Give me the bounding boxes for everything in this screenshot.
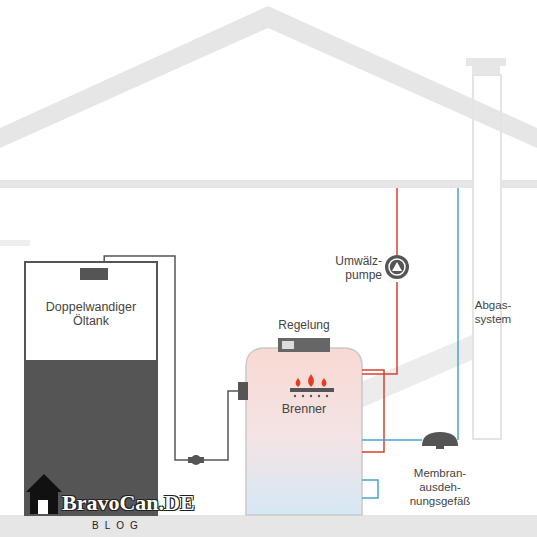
tank-outline xyxy=(25,262,157,515)
watermark-icon xyxy=(26,474,62,514)
node-label: Umwälz- pumpe xyxy=(330,254,382,282)
tank-cap xyxy=(80,268,108,280)
pipe-stub xyxy=(0,240,30,246)
pump-symbol xyxy=(385,255,409,279)
circulation-pump: Umwälz- pumpe xyxy=(330,252,410,282)
oil-line xyxy=(104,256,246,460)
chimney-cap xyxy=(472,66,500,74)
return-pipe xyxy=(457,188,459,440)
node-label: Regelung xyxy=(264,318,344,332)
node-label: Membran- ausdeh- nungsgefäß xyxy=(402,466,478,508)
boiler: RegelungBrenner xyxy=(246,348,362,515)
ceiling xyxy=(502,180,537,188)
oil-tank: Doppelwandiger Öltank xyxy=(25,262,157,515)
watermark-subtext: BLOG xyxy=(92,520,144,531)
boiler-body xyxy=(246,348,362,515)
roof xyxy=(0,6,537,148)
return-line xyxy=(362,439,402,441)
burner-symbol xyxy=(290,374,334,397)
supply-line xyxy=(362,282,397,374)
floor xyxy=(0,515,537,537)
control-display xyxy=(282,341,294,349)
chimney-cap xyxy=(466,58,506,66)
node-label: Abgas- system xyxy=(471,298,515,326)
expansion-vessel-node: Membran- ausdeh- nungsgefäß xyxy=(402,430,478,510)
return-loop xyxy=(362,480,378,498)
control-panel xyxy=(278,338,330,352)
watermark-text: BravoCan.DE xyxy=(62,490,195,516)
supply-pipe xyxy=(396,188,398,255)
expansion-vessel xyxy=(402,432,458,449)
node-label: Doppelwandiger Öltank xyxy=(33,300,149,328)
node-label: Brenner xyxy=(264,402,344,416)
chimney: Abgas- system xyxy=(472,74,502,440)
ceiling xyxy=(0,180,472,188)
